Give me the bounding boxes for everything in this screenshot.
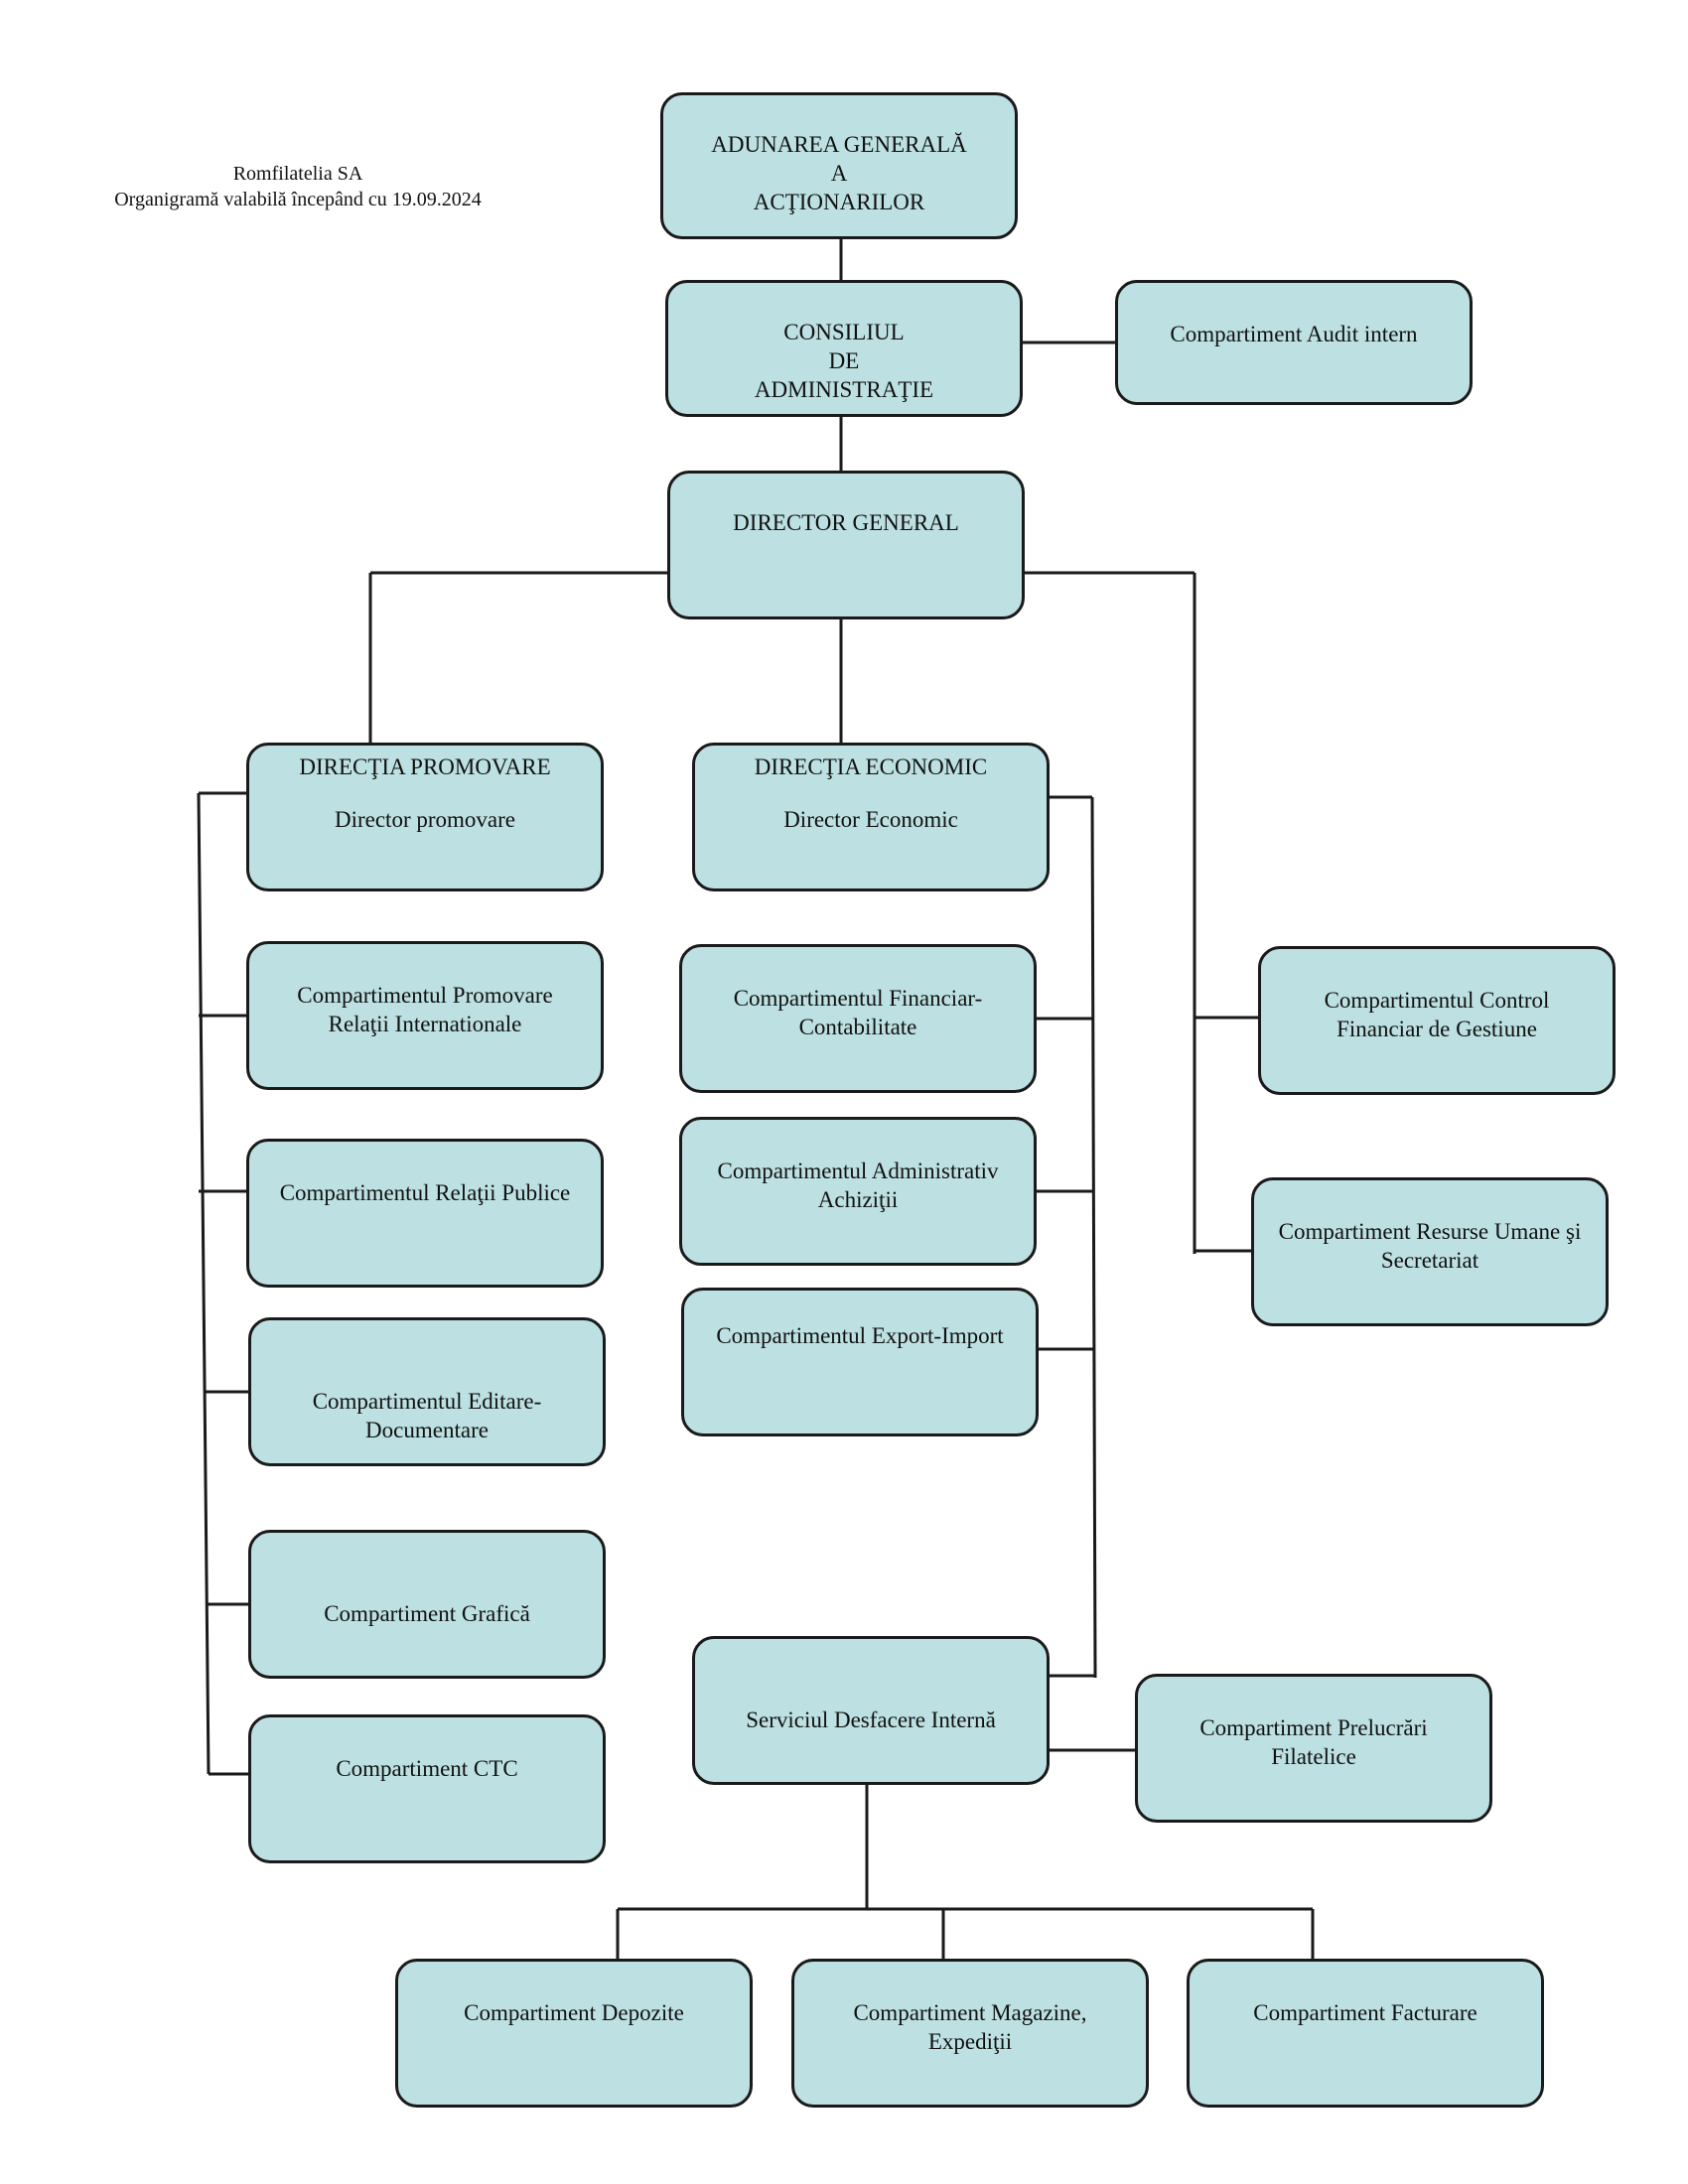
node-adunarea-generala: ADUNAREA GENERALĂ A ACŢIONARILOR xyxy=(660,92,1018,239)
node-sublabel: Director promovare xyxy=(334,806,515,832)
node-label: Compartimentul Export-Import xyxy=(716,1323,1004,1348)
node-label: DIRECTOR GENERAL xyxy=(733,510,959,535)
node-label: Compartiment Grafică xyxy=(324,1601,530,1626)
connector-promo-bracket-v xyxy=(197,792,211,1775)
node-control-financiar: Compartimentul Control Financiar de Gest… xyxy=(1258,946,1616,1095)
node-label: Compartiment Resurse Umane şi Secretaria… xyxy=(1278,1219,1582,1273)
node-export-import: Compartimentul Export-Import xyxy=(681,1288,1039,1436)
company-name: Romfilatelia SA xyxy=(232,163,363,185)
node-label: Compartiment CTC xyxy=(336,1756,518,1781)
node-promovare-relatii-internationale: Compartimentul Promovare Relaţii Interna… xyxy=(246,941,604,1090)
node-label: Compartiment Depozite xyxy=(464,2000,684,2025)
node-label: ADUNAREA GENERALĂ A ACŢIONARILOR xyxy=(711,132,967,214)
node-desfacere-interna: Serviciul Desfacere Internă xyxy=(692,1636,1050,1785)
node-editare-documentare: Compartimentul Editare- Documentare xyxy=(248,1317,606,1466)
node-label: CONSILIUL DE ADMINISTRAŢIE xyxy=(754,320,934,402)
node-resurse-umane: Compartiment Resurse Umane şi Secretaria… xyxy=(1251,1177,1609,1326)
node-directia-economic: DIRECŢIA ECONOMIC Director Economic xyxy=(692,743,1050,891)
node-financiar-contabilitate: Compartimentul Financiar- Contabilitate xyxy=(679,944,1037,1093)
node-label: Compartimentul Administrativ Achiziţii xyxy=(717,1159,999,1212)
connector-eco-v xyxy=(1090,796,1097,1679)
node-label: Compartiment Audit intern xyxy=(1170,322,1418,346)
node-label: Compartimentul Promovare Relaţii Interna… xyxy=(297,983,553,1036)
node-label: Compartiment Prelucrări Filatelice xyxy=(1199,1715,1428,1769)
node-sublabel: Director Economic xyxy=(783,806,958,832)
node-grafica: Compartiment Grafică xyxy=(248,1530,606,1679)
node-label: DIRECŢIA PROMOVARE xyxy=(299,754,551,779)
node-prelucrari-filatelice: Compartiment Prelucrări Filatelice xyxy=(1135,1674,1492,1823)
node-audit-intern: Compartiment Audit intern xyxy=(1115,280,1473,405)
node-ctc: Compartiment CTC xyxy=(248,1714,606,1863)
node-director-general: DIRECTOR GENERAL xyxy=(667,471,1025,619)
node-label: Compartimentul Editare- Documentare xyxy=(312,1389,542,1442)
node-label: Compartimentul Financiar- Contabilitate xyxy=(733,986,983,1039)
node-directia-promovare: DIRECŢIA PROMOVARE Director promovare xyxy=(246,743,604,891)
node-facturare: Compartiment Facturare xyxy=(1187,1959,1544,2108)
node-consiliul-de-administratie: CONSILIUL DE ADMINISTRAŢIE xyxy=(665,280,1023,417)
node-label: Compartimentul Control Financiar de Gest… xyxy=(1324,988,1550,1041)
chart-subtitle: Organigramă valabilă începând cu 19.09.2… xyxy=(114,189,482,210)
node-label: Compartiment Magazine, Expediţii xyxy=(853,2000,1087,2054)
node-relatii-publice: Compartimentul Relaţii Publice xyxy=(246,1139,604,1288)
node-depozite: Compartiment Depozite xyxy=(395,1959,753,2108)
node-label: DIRECŢIA ECONOMIC xyxy=(754,754,988,779)
node-label: Compartiment Facturare xyxy=(1253,2000,1477,2025)
node-label: Compartimentul Relaţii Publice xyxy=(279,1180,571,1205)
node-magazine-expeditii: Compartiment Magazine, Expediţii xyxy=(791,1959,1149,2108)
node-administrativ-achizitii: Compartimentul Administrativ Achiziţii xyxy=(679,1117,1037,1266)
node-label: Serviciul Desfacere Internă xyxy=(746,1707,996,1732)
chart-header: Romfilatelia SA Organigramă valabilă înc… xyxy=(60,161,536,212)
